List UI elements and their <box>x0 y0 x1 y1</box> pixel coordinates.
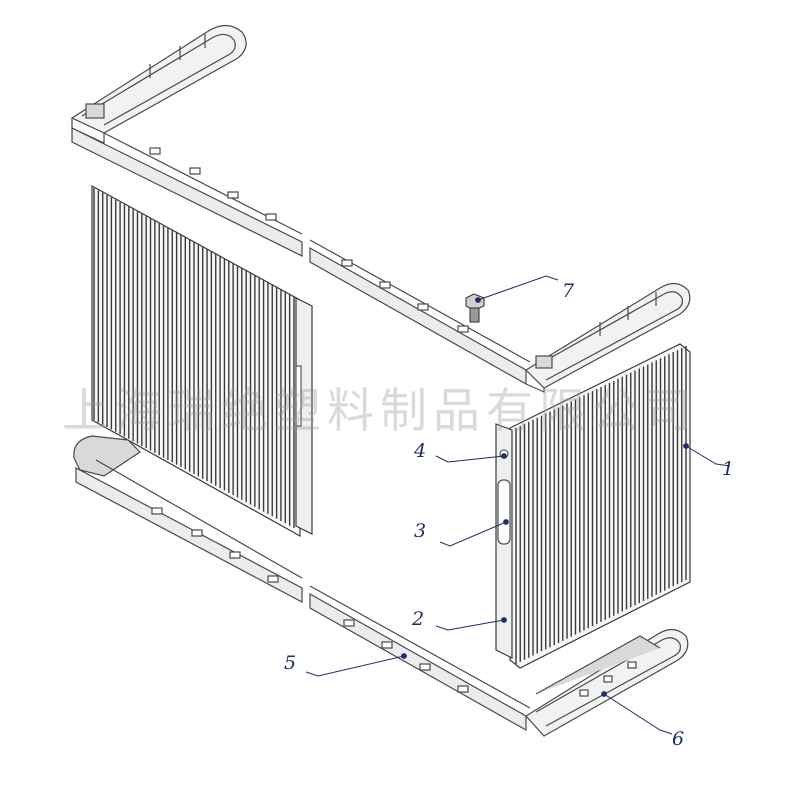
right-fin-panel <box>495 343 691 669</box>
callout-1: 1 <box>722 458 735 480</box>
arm-pins <box>149 34 657 336</box>
left-fin-panel <box>91 184 313 538</box>
bottom-rail-tabs <box>151 507 637 697</box>
rail-tabs <box>149 147 469 333</box>
callout-7: 7 <box>562 280 575 302</box>
callout-2: 2 <box>412 608 425 630</box>
top-frame-rail <box>70 24 691 393</box>
bolt <box>465 293 485 323</box>
leader-lines <box>305 275 731 735</box>
callout-4: 4 <box>414 440 427 462</box>
bottom-frame-rail <box>73 435 689 737</box>
callout-5: 5 <box>284 652 297 674</box>
callout-3: 3 <box>414 520 427 542</box>
callout-6: 6 <box>672 728 685 750</box>
